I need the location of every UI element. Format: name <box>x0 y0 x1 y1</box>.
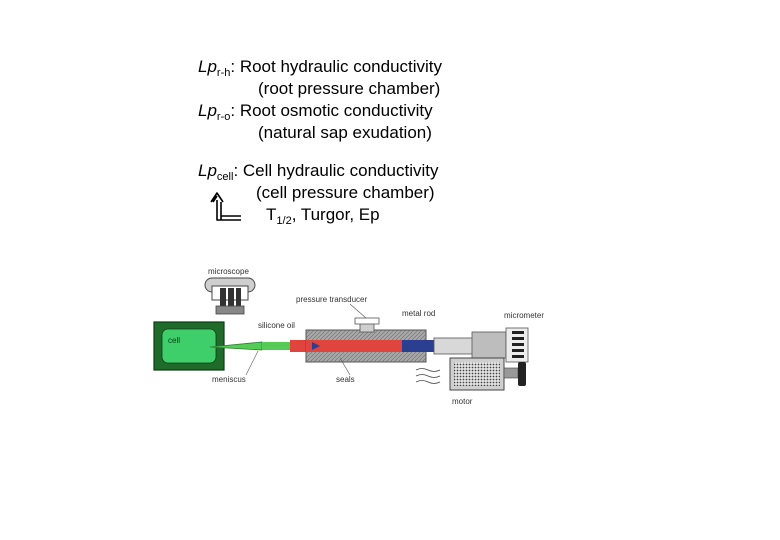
symbol: Lp <box>198 57 217 76</box>
definition-lpr-o: Lpr-o: Root osmotic conductivity <box>198 100 442 123</box>
microscope-label: microscope <box>208 267 249 276</box>
definition-detail: (root pressure chamber) <box>258 79 441 98</box>
pressure-probe-diagram: microscope cell silicone oil meniscus pr… <box>153 267 544 406</box>
motor-label: motor <box>452 397 473 406</box>
definition-detail: (cell pressure chamber) <box>256 183 435 202</box>
definition-text: : Root osmotic conductivity <box>230 101 433 120</box>
definitions-block: Lpr-h: Root hydraulic conductivity (root… <box>198 56 443 227</box>
definition-lp-cell: Lpcell: Cell hydraulic conductivity <box>198 160 442 183</box>
meniscus-label: meniscus <box>212 375 246 384</box>
definition-text: : Root hydraulic conductivity <box>230 57 443 76</box>
motor <box>415 357 526 391</box>
t-subscript: 1/2 <box>276 215 292 227</box>
micrometer <box>433 327 529 363</box>
seals-label: seals <box>336 375 355 384</box>
subscript: r-h <box>216 67 231 79</box>
cell-chamber <box>153 321 225 371</box>
probe-body <box>305 317 427 363</box>
subscript: cell <box>216 171 234 183</box>
micrometer-label: micrometer <box>504 311 544 320</box>
oil-tube <box>290 340 306 352</box>
t-symbol: T <box>266 205 277 224</box>
return-arrow-icon <box>210 192 241 221</box>
definition-text: : Cell hydraulic conductivity <box>233 161 439 180</box>
definition-lpr-h: Lpr-h: Root hydraulic conductivity <box>198 56 443 79</box>
derived-parameters: T1/2, Turgor, Ep <box>198 204 442 227</box>
derived-rest: , Turgor, Ep <box>291 205 380 224</box>
cell-label: cell <box>168 336 180 345</box>
metal-rod-label: metal rod <box>402 309 435 318</box>
definition-detail: (natural sap exudation) <box>258 123 432 142</box>
pressure-transducer-label: pressure transducer <box>296 295 367 304</box>
metal-rod <box>402 340 434 352</box>
capillary-tube <box>262 342 292 350</box>
symbol: Lp <box>198 101 217 120</box>
subscript: r-o <box>216 111 231 123</box>
silicone-oil-label: silicone oil <box>258 321 295 330</box>
microscope <box>204 277 256 315</box>
symbol: Lp <box>198 161 217 180</box>
